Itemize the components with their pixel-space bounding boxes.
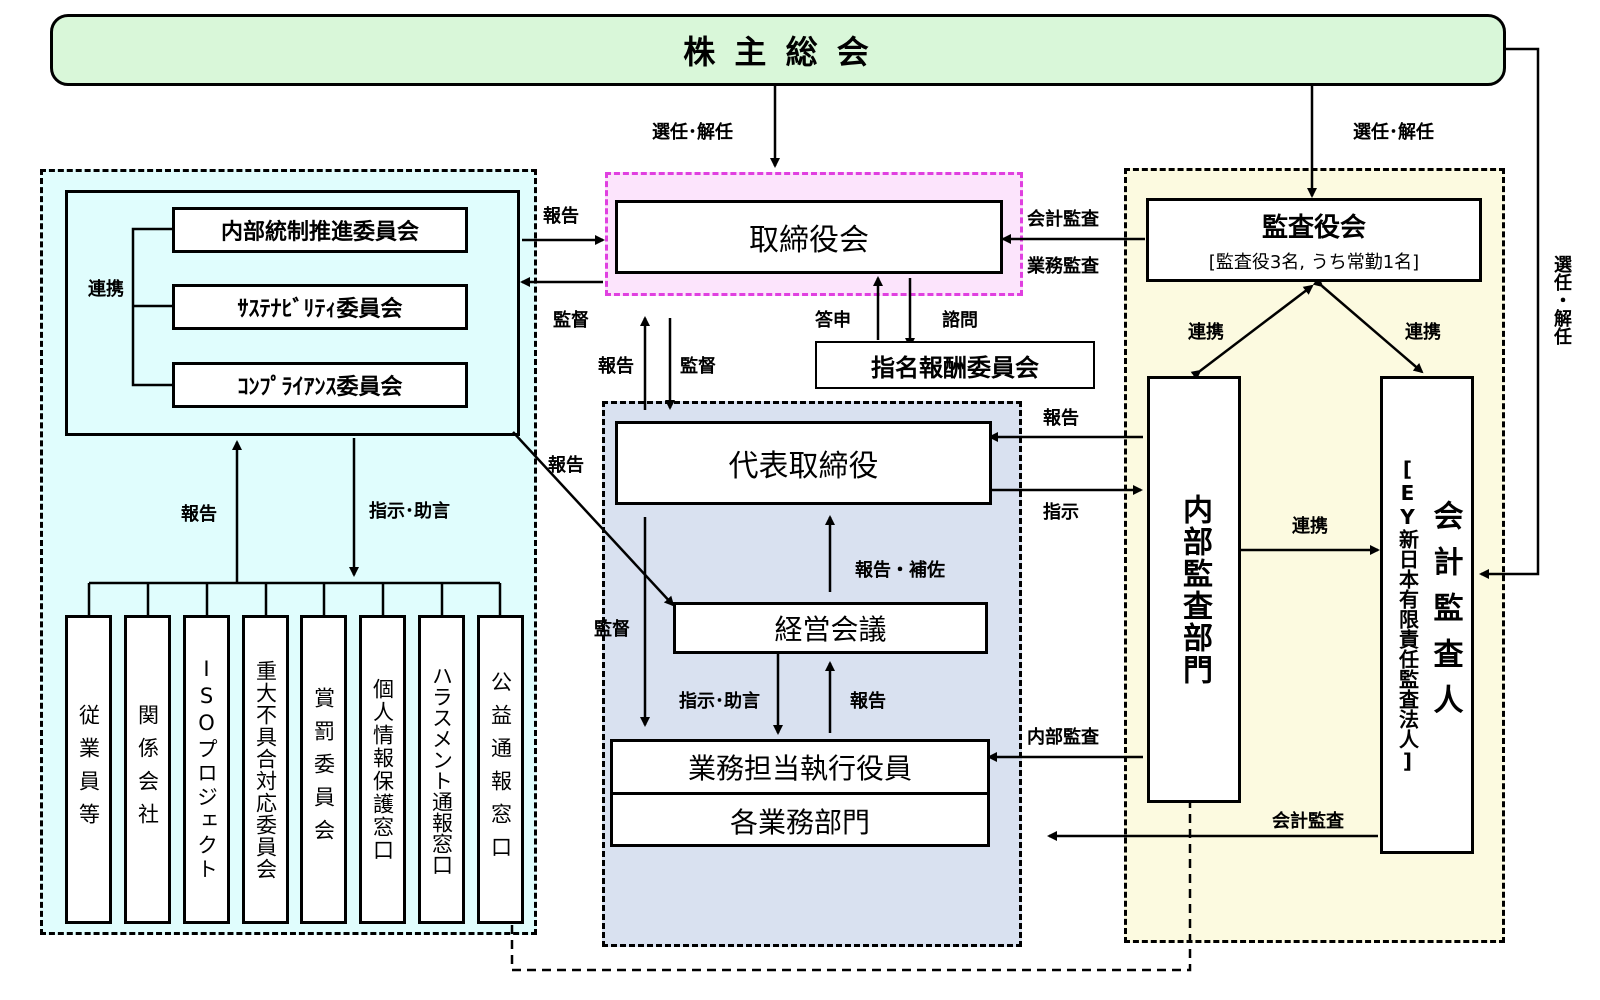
label-appoint-dismiss-accounting: 選任・解任 (1551, 255, 1572, 345)
label-accounting-audit-exec: 会計監査 (1272, 811, 1344, 832)
representative-director-box: 代表取締役 (615, 421, 992, 505)
audit-board-title: 監査役会 (1261, 212, 1366, 243)
label-supervision-committees: 監督 (553, 310, 589, 331)
label-internal-audit: 内部監査 (1027, 727, 1099, 748)
executive-officers-box: 業務担当執行役員 各業務部門 (610, 739, 990, 847)
label-cooperation-audit-accounting: 連携 (1405, 322, 1441, 343)
shareholders-meeting-box: 株 主 総 会 (50, 14, 1506, 86)
sustainability-committee-label: ｻｽﾃﾅﾋﾞﾘﾃｨ委員会 (237, 297, 403, 322)
accounting-auditor-subtitle: [EY新日本有限責任監査法人] (1395, 457, 1420, 773)
sub-body-iso-project: ISOプロジェクト (183, 615, 230, 924)
label-consultation: 諮問 (942, 310, 978, 331)
label-report-committees-to-mgmt: 報告 (548, 455, 584, 476)
sub-body-affiliates: 関係会社 (124, 615, 171, 924)
accounting-auditor-box: 会計監査人 [EY新日本有限責任監査法人] (1380, 376, 1474, 854)
label-report-exec-to-mgmt: 報告 (850, 691, 886, 712)
internal-control-committee-box: 内部統制推進委員会 (172, 207, 468, 253)
label-appoint-dismiss-board: 選任･解任 (652, 122, 733, 143)
label-cooperation-internal-accounting: 連携 (1292, 516, 1328, 537)
nomination-committee-label: 指名報酬委員会 (871, 353, 1039, 382)
sub-body-defect-committee: 重大不具合対応委員会 (242, 615, 289, 924)
label-operations-audit-board: 業務監査 (1027, 256, 1099, 277)
label-answer: 答申 (815, 310, 851, 331)
management-meeting-label: 経営会議 (774, 613, 887, 646)
management-meeting-box: 経営会議 (673, 602, 988, 654)
label-cooperation-committees: 連携 (88, 279, 124, 300)
shareholders-meeting-label: 株 主 総 会 (683, 33, 873, 71)
sustainability-committee-box: ｻｽﾃﾅﾋﾞﾘﾃｨ委員会 (172, 284, 468, 330)
label-report-to-board: 報告 (543, 206, 579, 227)
nomination-committee-box: 指名報酬委員会 (815, 341, 1095, 389)
label-report-sub-to-committees: 報告 (181, 504, 217, 525)
sub-body-employees: 従業員等 (65, 615, 112, 924)
label-report-assist: 報告・補佐 (855, 560, 945, 581)
label-supervision-board-to-rep: 監督 (680, 356, 716, 377)
label-report-rep-to-board: 報告 (598, 356, 634, 377)
compliance-committee-label: ｺﾝﾌﾟﾗｲｱﾝｽ委員会 (237, 375, 403, 400)
label-supervision-rep-to-exec: 監督 (594, 619, 630, 640)
board-of-directors-label: 取締役会 (749, 223, 869, 258)
label-instruction-advice-committees: 指示･助言 (369, 501, 450, 522)
internal-audit-dept-box: 内部監査部門 (1147, 376, 1241, 803)
business-departments-label: 各業務部門 (729, 806, 870, 839)
internal-audit-dept-label: 内部監査部門 (1177, 493, 1212, 686)
audit-board-box: 監査役会 [監査役3名, うち常勤1名] (1146, 198, 1482, 282)
internal-control-committee-label: 内部統制推進委員会 (220, 220, 419, 245)
label-accounting-audit-board: 会計監査 (1027, 209, 1099, 230)
sub-body-whistleblower-window: 公益通報窓口 (477, 615, 524, 924)
label-instruction-rep-to-internal: 指示 (1043, 502, 1079, 523)
compliance-committee-box: ｺﾝﾌﾟﾗｲｱﾝｽ委員会 (172, 362, 468, 408)
accounting-auditor-title: 会計監査人 (1427, 500, 1463, 730)
sub-body-rewards-committee: 賞罰委員会 (300, 615, 347, 924)
sub-body-privacy-window: 個人情報保護窓口 (359, 615, 406, 924)
label-report-internal-to-rep: 報告 (1043, 408, 1079, 429)
label-instruction-advice-mgmt: 指示･助言 (679, 691, 760, 712)
representative-director-label: 代表取締役 (728, 449, 879, 484)
label-appoint-dismiss-auditors: 選任･解任 (1353, 122, 1434, 143)
executive-officers-label: 業務担当執行役員 (613, 742, 987, 795)
sub-body-harassment-window: ハラスメント通報窓口 (418, 615, 465, 924)
audit-board-subtitle: [監査役3名, うち常勤1名] (1208, 251, 1420, 273)
board-of-directors-box: 取締役会 (615, 200, 1003, 274)
label-cooperation-audit-internal: 連携 (1188, 322, 1224, 343)
